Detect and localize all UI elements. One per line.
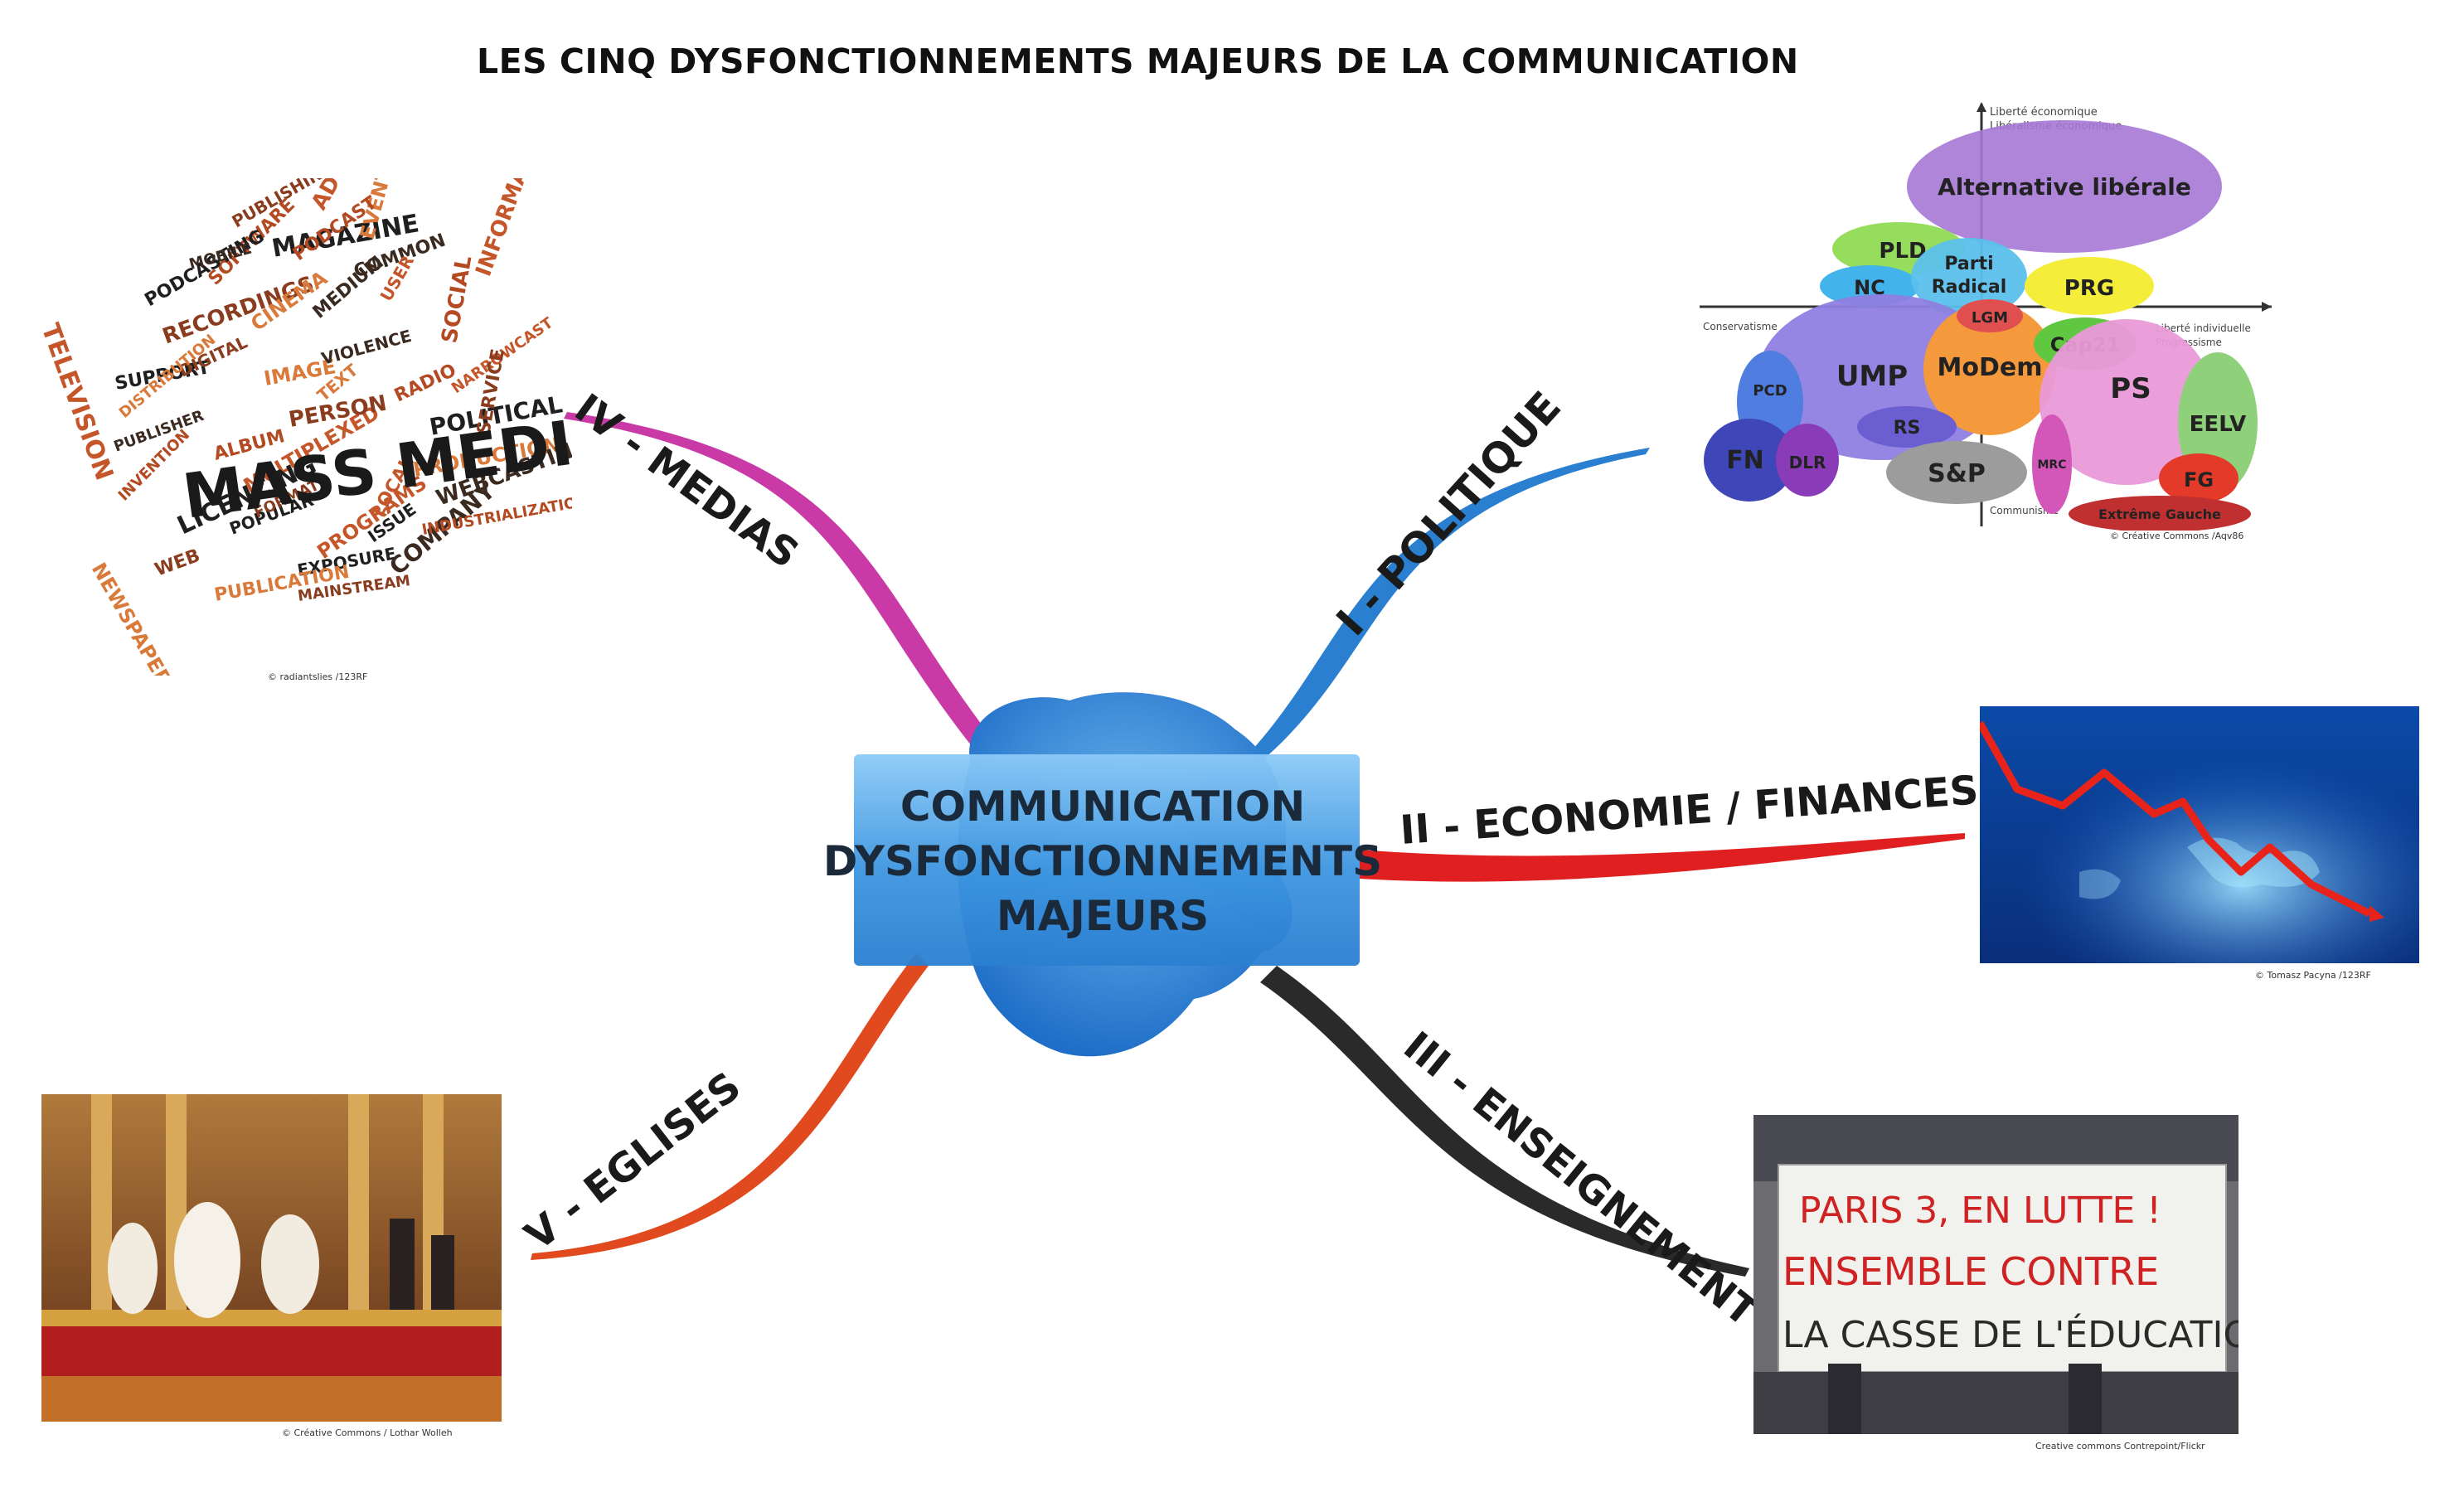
banner-line-3: LA CASSE DE L'ÉDUCATION [1783,1312,2238,1356]
party-sp: S&P [1928,459,1986,488]
party-prg: PRG [2064,276,2114,301]
label-eglises: V - EGLISES [517,1064,749,1260]
party-dlr: DLR [1789,453,1826,472]
party-radical: Radical [1932,277,2007,298]
party-rs: RS [1894,418,1921,439]
center-box[interactable] [854,754,1360,966]
axis-left: Conservatisme [1703,321,1778,332]
branch-eglises [531,953,929,1260]
branch-medias [564,412,995,754]
wordcloud-word: WEB [153,545,203,581]
wordcloud-word: VIOLENCE [319,326,414,369]
label-enseignement: III - ENSEIGNEMENT [1394,1023,1766,1336]
political-map-credit: © Créative Commons /Aqv86 [2110,531,2244,541]
protest-image: PARIS 3, EN LUTTE ! ENSEMBLE CONTRE LA C… [1753,1115,2238,1434]
church-image [41,1094,502,1422]
party-lgm: LGM [1972,309,2008,327]
protest-credit: Creative commons Contrepoint/Flickr [2035,1441,2205,1451]
party-alt: Alternative libérale [1938,173,2191,201]
party-extreme: Extrême Gauche [2098,506,2221,522]
party-ps: PS [2110,372,2151,405]
axis-bottom: Communisme [1990,505,2059,516]
finance-image [1980,706,2419,963]
wordcloud-image: ADVERTISINGMAGAZINEPUBLISHINGEVENTCOMMON… [35,178,572,676]
banner-line-2: ENSEMBLE CONTRE [1783,1249,2159,1294]
party-modem: MoDem [1938,353,2043,382]
center-line-2: DYSFONCTIONNEMENTS [823,837,1382,885]
party-parti: Parti [1944,254,1993,274]
finance-credit: © Tomasz Pacyna /123RF [2255,970,2371,981]
church-credit: © Créative Commons / Lothar Wolleh [282,1427,453,1438]
party-fg: FG [2184,468,2214,492]
branch-politique [1252,448,1650,758]
party-eelv: EELV [2190,412,2247,437]
center-line-1: COMMUNICATION [900,783,1305,831]
party-ump: UMP [1836,360,1908,393]
party-fn: FN [1726,446,1764,475]
party-pcd: PCD [1753,382,1787,400]
branch-economie [1360,833,1965,882]
center-line-3: MAJEURS [997,892,1209,940]
political-map-image: Liberté économique Libéralisme économiqu… [1691,95,2272,531]
page-title: LES CINQ DYSFONCTIONNEMENTS MAJEURS DE L… [477,41,1799,81]
wordcloud-word: TELEVISION [35,320,119,484]
wordcloud-credit: © radiantslies /123RF [268,671,368,682]
axis-right-1: Liberté individuelle [2156,322,2251,334]
wordcloud-word: INFORMATION [471,178,553,279]
wordcloud-word: SOCIAL [437,254,477,345]
banner-line-1: PARIS 3, EN LUTTE ! [1799,1190,2161,1232]
label-politique: I - POLITIQUE [1327,382,1570,645]
party-mrc: MRC [2038,458,2067,472]
branch-enseignement [1260,966,1749,1277]
axis-top-1: Liberté économique [1990,106,2098,119]
